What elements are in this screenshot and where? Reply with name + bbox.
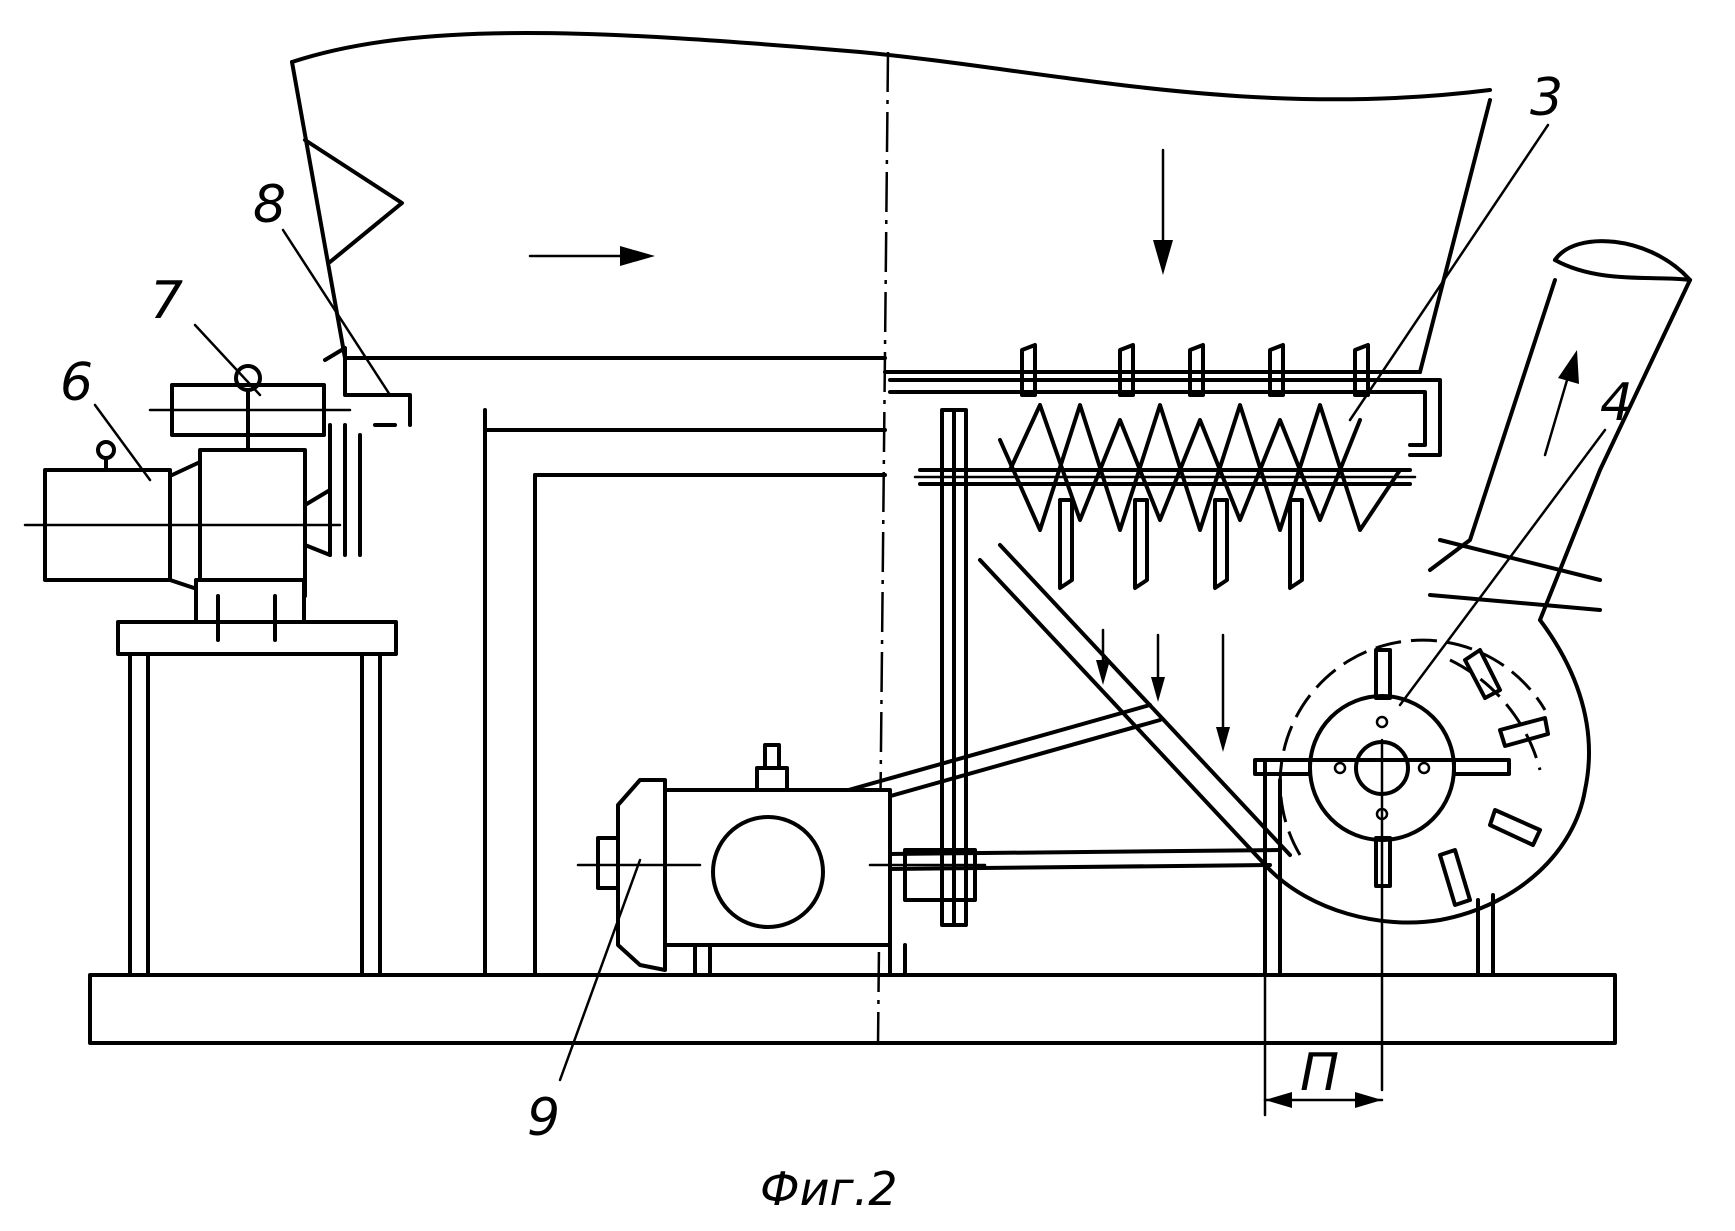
discharge-chute <box>978 543 1292 872</box>
figure-caption: Фиг.2 <box>760 1162 898 1216</box>
flange-8 <box>323 346 412 557</box>
leader-lines <box>93 123 1607 1082</box>
center-axis <box>876 51 890 1046</box>
screw-conveyor-3 <box>888 343 1442 590</box>
fan-rotor-4 <box>1253 618 1591 1092</box>
label-6: 6 <box>60 353 93 413</box>
label-9: 9 <box>527 1088 560 1148</box>
base-plate <box>88 973 1617 1045</box>
dimension-p: П <box>1263 973 1384 1117</box>
motor-9 <box>576 743 987 977</box>
dimension-label: П <box>1300 1043 1339 1103</box>
label-7: 7 <box>150 271 183 331</box>
hopper <box>290 31 1492 374</box>
label-8: 8 <box>253 175 286 235</box>
exhaust-pipe <box>1428 239 1692 622</box>
motor-stand <box>116 620 398 977</box>
label-3: 3 <box>1530 68 1563 128</box>
support-frame <box>483 408 887 977</box>
label-4: 4 <box>1600 373 1633 433</box>
shaft-7 <box>148 364 352 452</box>
motor-6 <box>23 440 342 642</box>
